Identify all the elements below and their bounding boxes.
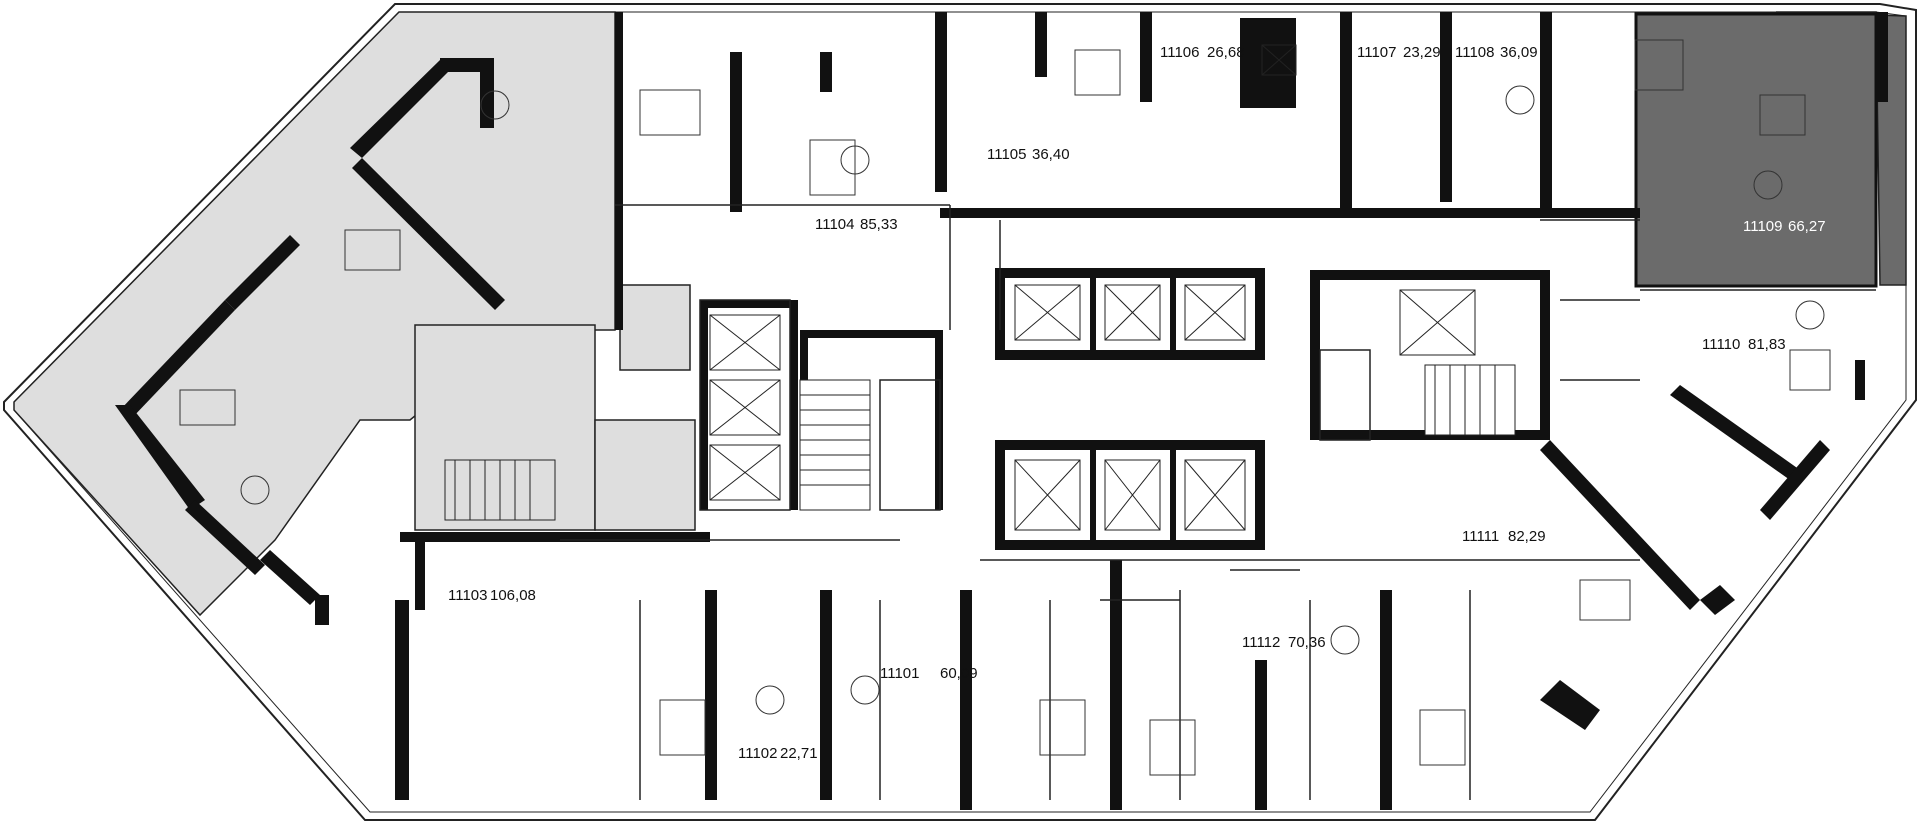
apartment-area: 36,09 xyxy=(1500,44,1538,61)
apartment-label-11108[interactable]: 11108 36,09 xyxy=(1455,44,1538,61)
apartment-area: 81,83 xyxy=(1748,336,1786,353)
apartment-area: 70,36 xyxy=(1288,634,1326,651)
lobby-gray xyxy=(594,419,696,531)
apartment-label-11110[interactable]: 11110 81,83 xyxy=(1702,336,1786,353)
furniture xyxy=(179,39,1831,776)
apartment-labels: 11101 60,09 11102 22,71 11103 106,08 111… xyxy=(448,44,1826,762)
apartment-label-11103[interactable]: 11103 106,08 xyxy=(448,587,536,604)
apartment-number: 11104 xyxy=(815,216,855,233)
stairs xyxy=(444,364,1516,521)
apartment-label-11104[interactable]: 11104 85,33 xyxy=(815,216,898,233)
apartment-label-11102[interactable]: 11102 22,71 xyxy=(738,745,818,762)
apartment-number: 11109 xyxy=(1743,218,1783,235)
partitions xyxy=(560,204,1876,800)
apartment-number: 11112 xyxy=(1242,634,1280,651)
apartment-11109-area xyxy=(1634,12,1878,288)
apartment-area: 82,29 xyxy=(1508,528,1546,545)
apartment-label-11112[interactable]: 11112 70,36 xyxy=(1242,634,1326,651)
apartment-11109[interactable] xyxy=(1634,12,1878,288)
apartment-number: 11107 xyxy=(1357,44,1397,61)
apartment-area: 36,40 xyxy=(1032,146,1070,163)
apartment-label-11101[interactable]: 11101 60,09 xyxy=(880,665,978,682)
apartment-area: 23,29 xyxy=(1403,44,1441,61)
apartment-number: 11110 xyxy=(1702,336,1740,353)
apartment-number: 11102 xyxy=(738,745,778,762)
apartment-area: 22,71 xyxy=(780,745,818,762)
apartment-number: 11111 xyxy=(1462,528,1499,545)
lift-shafts xyxy=(709,44,1476,531)
apartment-label-11111[interactable]: 11111 82,29 xyxy=(1462,528,1546,545)
apartment-area: 66,27 xyxy=(1788,218,1826,235)
apartment-number: 11106 xyxy=(1160,44,1200,61)
apartment-label-11109[interactable]: 11109 66,27 xyxy=(1743,218,1826,235)
apartment-area: 106,08 xyxy=(490,587,536,604)
corridor-gray xyxy=(619,284,691,371)
building-outline-inner xyxy=(13,11,1907,813)
apartment-area: 60,09 xyxy=(940,665,978,682)
apartment-label-11106[interactable]: 11106 26,68 xyxy=(1160,44,1245,61)
apartment-label-11107[interactable]: 11107 23,29 xyxy=(1357,44,1441,61)
apartment-number: 11101 xyxy=(880,665,920,682)
apartment-number: 11105 xyxy=(987,146,1027,163)
apartment-number: 11103 xyxy=(448,587,488,604)
walls xyxy=(115,12,1888,810)
apartment-area: 26,68 xyxy=(1207,44,1245,61)
apartment-label-11105[interactable]: 11105 36,40 xyxy=(987,146,1070,163)
apartment-area: 85,33 xyxy=(860,216,898,233)
apartment-number: 11108 xyxy=(1455,44,1495,61)
